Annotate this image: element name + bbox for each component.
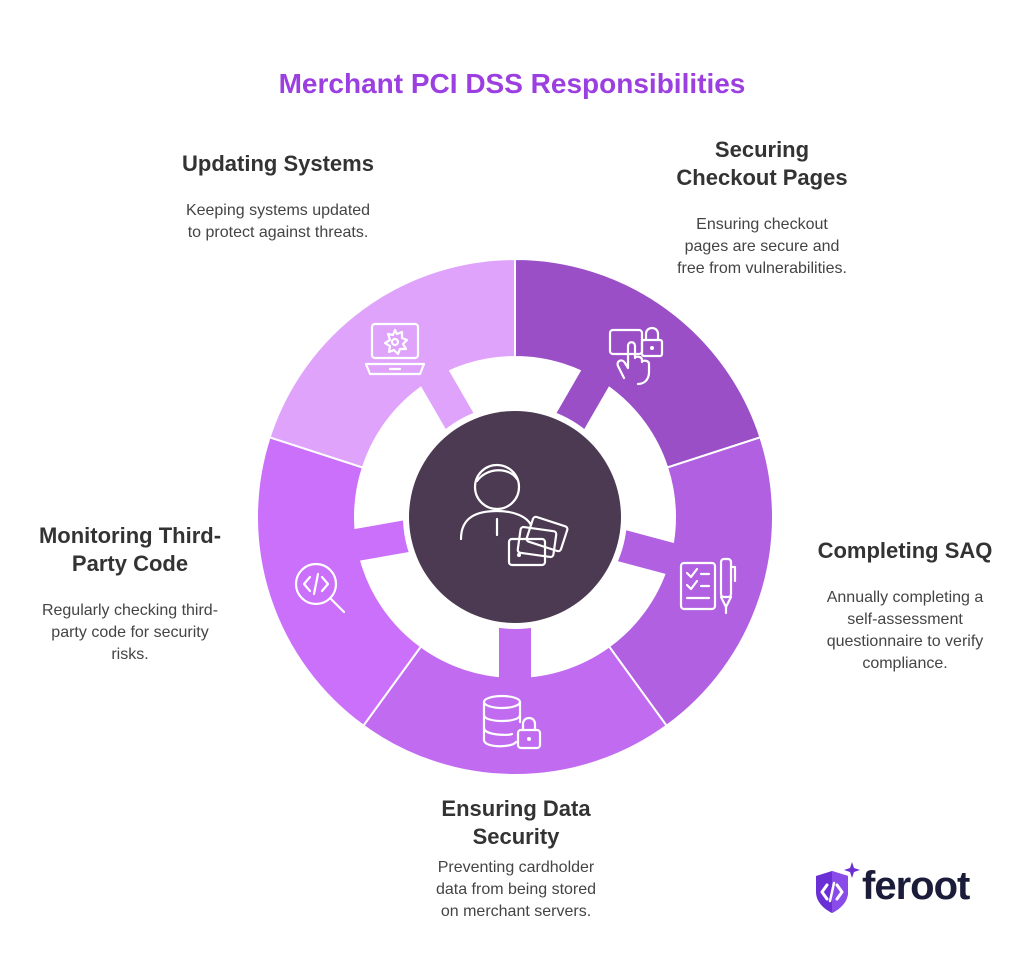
label-updating-systems: Updating Systems Keeping systems updated… xyxy=(152,150,404,244)
touch-lock-icon xyxy=(608,326,664,386)
database-lock-icon xyxy=(482,694,542,750)
connector-spoke xyxy=(609,527,676,575)
brand-logo: feroot xyxy=(812,862,992,918)
heading-completing-saq: Completing SAQ xyxy=(817,538,993,563)
code-search-icon xyxy=(294,562,346,614)
heading-monitoring-third-party-code: Monitoring Third-Party Code xyxy=(38,523,222,576)
hub-circle xyxy=(409,411,621,623)
user-with-cards-icon xyxy=(459,463,569,567)
label-monitoring-third-party-code: Monitoring Third-Party Code Regularly ch… xyxy=(18,522,242,666)
checklist-pen-icon xyxy=(679,557,737,615)
shield-code-sparkle-icon xyxy=(816,862,860,913)
brand-name: feroot xyxy=(862,864,970,908)
text-monitoring-third-party-code: Regularly checking third-party code for … xyxy=(41,602,219,663)
connector-spoke xyxy=(352,518,418,561)
laptop-gear-icon xyxy=(364,322,426,376)
page-title: Merchant PCI DSS Responsibilities xyxy=(278,68,746,99)
heading-updating-systems: Updating Systems xyxy=(182,151,374,176)
